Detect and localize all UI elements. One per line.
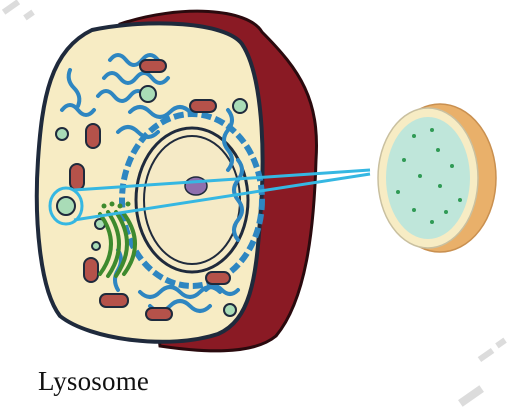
lysosome-enlarged [378, 104, 496, 252]
nucleolus [185, 177, 207, 195]
caption-lysosome: Lysosome [38, 366, 149, 397]
